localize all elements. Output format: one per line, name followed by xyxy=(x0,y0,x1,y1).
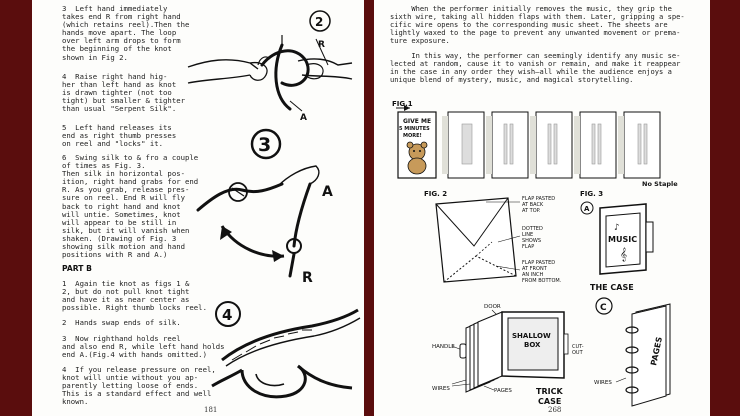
fig-2-label: FIG. 2 xyxy=(424,190,447,198)
out-label: OUT xyxy=(572,350,584,356)
fig-3-circle-letter: A xyxy=(584,205,590,213)
step-3-text: 3 Left hand immediately takes end R from… xyxy=(62,4,190,62)
fig-2-envelope: FIG. 2 FLAP PASTED AT BACK AT TOP. DOTTE… xyxy=(424,190,562,284)
paragraph-2: In this way, the performer can seemingly… xyxy=(390,51,681,85)
fig-2-label-a: A xyxy=(300,113,307,123)
trick-case-diagram: DOOR HANDLE SHALLOW BOX CUT- OUT WIRES P… xyxy=(432,304,584,406)
paragraph-1: When the performer initially removes the… xyxy=(390,4,685,46)
fig-3-label: FIG. 3 xyxy=(580,190,603,198)
shallow-label: SHALLOW xyxy=(512,332,551,340)
fig-1-music-sheets: FIG.1 GIVE ME 5 MINUTES MORE! xyxy=(392,100,678,188)
fig-2-label-r: R xyxy=(318,40,325,50)
cut-label: CUT- xyxy=(572,344,584,350)
fig-3-number: 3 xyxy=(258,134,271,156)
flap-front-line-2: AT FRONT xyxy=(522,266,548,272)
right-page-number: 268 xyxy=(548,406,562,414)
fig-4-knot: 4 xyxy=(211,301,361,399)
sign-line-1: GIVE ME xyxy=(403,118,431,125)
fig-3-label-r: R xyxy=(302,270,313,286)
the-case-caption: THE CASE xyxy=(590,283,634,292)
fig-c-wires-label: WIRES xyxy=(594,380,612,386)
flap-top-line-1: FLAP PASTED xyxy=(522,196,555,202)
part-b-step-3: 3 Now righthand holds reel and also end … xyxy=(62,334,225,360)
part-b-heading: PART B xyxy=(62,264,92,273)
music-note-icon: ♪ xyxy=(614,223,619,233)
no-staple-label: No Staple xyxy=(642,180,678,188)
flap-front-line-4: FROM BOTTOM. xyxy=(522,278,562,284)
fig-2-knot-hands: 2 R A xyxy=(187,10,353,123)
sign-line-2: 5 MINUTES xyxy=(399,126,430,132)
fig-c-circle-letter: C xyxy=(600,303,607,313)
fig-2-number: 2 xyxy=(315,15,323,29)
box-label: BOX xyxy=(524,341,541,349)
dotted-line-1: DOTTED xyxy=(522,226,543,232)
step-4-text: 4 Raise right hand hig- her than left ha… xyxy=(62,72,186,114)
dotted-line-2: LINE xyxy=(522,232,533,238)
sign-line-3: MORE! xyxy=(403,133,422,139)
fig-4-number: 4 xyxy=(222,306,232,324)
fig-1-label: FIG.1 xyxy=(392,100,413,108)
flap-top-line-3: AT TOP. xyxy=(522,208,541,214)
part-b-step-2: 2 Hands swap ends of silk. xyxy=(62,318,181,327)
music-label: MUSIC xyxy=(608,235,637,244)
treble-clef-icon: 𝄞 xyxy=(620,247,627,261)
handle-label: HANDLE xyxy=(432,344,455,350)
fig-3-music-case: FIG. 3 A ♪ MUSIC 𝄞 THE CASE xyxy=(580,190,654,292)
wires-label: WIRES xyxy=(432,386,450,392)
right-page: When the performer initially removes the… xyxy=(374,0,710,416)
dotted-line-3: SHOWS xyxy=(522,238,541,244)
part-b-step-1: 1 Again tie knot as figs 1 & 2, but do n… xyxy=(62,279,207,313)
pages-label: PAGES xyxy=(494,388,512,394)
flap-front-line-3: AN INCH xyxy=(522,272,543,278)
fig-3-silk-swing: 3 A R xyxy=(196,128,333,286)
fig-3-label-a: A xyxy=(322,184,333,200)
step-5-text: 5 Left hand releases its end as right th… xyxy=(62,123,177,149)
part-b-step-4: 4 If you release pressure on reel, knot … xyxy=(62,365,216,407)
case-label: CASE xyxy=(538,397,561,406)
dotted-line-4: FLAP xyxy=(522,244,534,250)
left-page-number: 181 xyxy=(204,406,218,414)
left-page: 3 Left hand immediately takes end R from… xyxy=(32,0,364,416)
fig-c-spiral-pages: C PAGES WIRES xyxy=(594,297,671,407)
door-label: DOOR xyxy=(484,304,501,310)
teddy-bear-icon xyxy=(406,141,428,175)
flap-front-line-1: FLAP PASTED xyxy=(522,260,555,266)
trick-label: TRICK xyxy=(536,387,563,396)
flap-top-line-2: AT BACK xyxy=(522,202,544,208)
step-6-text: 6 Swing silk to & fro a couple of times … xyxy=(62,153,199,260)
